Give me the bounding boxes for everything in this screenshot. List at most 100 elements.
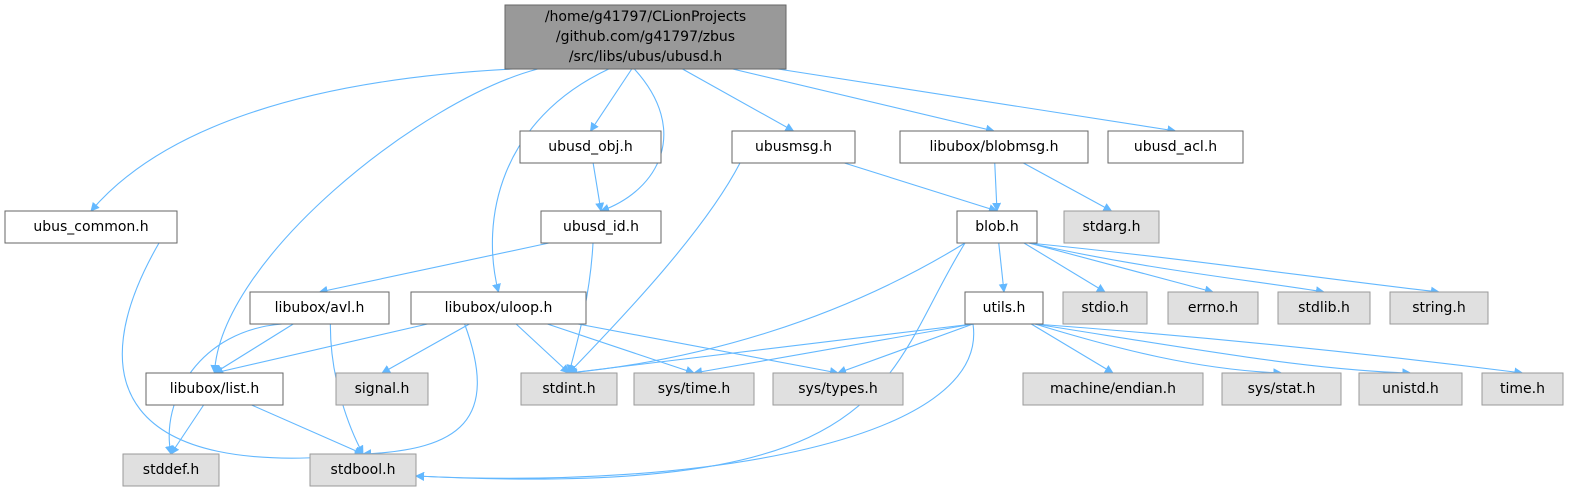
- edge-ubusd-h-to-ubusd-obj-h: [590, 68, 633, 132]
- edge-libubox-uloop-h-to-libubox-list-h: [213, 323, 428, 376]
- node-box: [540, 210, 662, 244]
- node-label: ubusmsg.h: [755, 139, 832, 155]
- edge-ubusmsg-h-to-stdint-h: [568, 162, 741, 374]
- node-ubusd-acl-h[interactable]: ubusd_acl.h: [1107, 130, 1244, 164]
- node-libubox-uloop-h[interactable]: libubox/uloop.h: [410, 291, 587, 325]
- edge-utils-h-to-sys-types-h: [837, 323, 974, 375]
- node-unistd-h[interactable]: unistd.h: [1358, 372, 1463, 406]
- node-errno-h[interactable]: errno.h: [1167, 291, 1259, 325]
- edge-ubusd-h-to-libubox-blobmsg-h: [732, 68, 995, 134]
- node-box: [1022, 372, 1204, 406]
- edge-libubox-blobmsg-h-to-blob-h: [992, 162, 1002, 212]
- node-box: [1221, 372, 1342, 406]
- node-box: [1062, 291, 1148, 325]
- node-box: [956, 210, 1038, 244]
- node-box: [520, 372, 618, 406]
- node-box: [145, 372, 284, 406]
- edge-ubusd-h-to-ubusd-acl-h: [777, 68, 1177, 135]
- node-machine-endian-h[interactable]: machine/endian.h: [1022, 372, 1204, 406]
- node-label: blob.h: [975, 219, 1019, 235]
- node-libubox-list-h[interactable]: libubox/list.h: [145, 372, 284, 406]
- node-label: ubusd_obj.h: [548, 139, 632, 155]
- edge-ubusd-id-h-to-libubox-avl-h: [318, 242, 550, 295]
- edge-libubox-uloop-h-to-sys-types-h: [577, 323, 839, 376]
- node-sys-time-h[interactable]: sys/time.h: [633, 372, 755, 406]
- dependency-edges: [90, 68, 1524, 481]
- node-time-h[interactable]: time.h: [1481, 372, 1564, 406]
- node-label: sys/stat.h: [1248, 381, 1316, 397]
- node-box: [249, 291, 390, 325]
- node-signal-h[interactable]: signal.h: [335, 372, 429, 406]
- edge-blob-h-to-stdint-h: [568, 242, 966, 377]
- node-box: [504, 4, 787, 70]
- node-stdio-h[interactable]: stdio.h: [1062, 291, 1148, 325]
- node-box: [1358, 372, 1463, 406]
- edge-libubox-list-h-to-stddef-h: [170, 404, 205, 455]
- node-label: /github.com/g41797/zbus: [556, 29, 735, 45]
- node-box: [1389, 291, 1489, 325]
- node-libubox-blobmsg-h[interactable]: libubox/blobmsg.h: [899, 130, 1089, 164]
- node-stdarg-h[interactable]: stdarg.h: [1063, 210, 1160, 244]
- node-utils-h[interactable]: utils.h: [964, 291, 1044, 325]
- node-box: [1107, 130, 1244, 164]
- edge-libubox-avl-h-to-libubox-list-h: [213, 323, 294, 374]
- node-label: utils.h: [983, 300, 1026, 316]
- node-box: [772, 372, 904, 406]
- node-box: [410, 291, 587, 325]
- node-ubusd-obj-h[interactable]: ubusd_obj.h: [519, 130, 662, 164]
- node-box: [1167, 291, 1259, 325]
- node-stddef-h[interactable]: stddef.h: [122, 453, 220, 487]
- edge-utils-h-to-stdbool-h: [415, 323, 975, 481]
- edge-ubusd-h-to-libubox-list-h: [210, 68, 538, 374]
- node-label: ubusd_id.h: [563, 219, 639, 235]
- node-label: ubusd_acl.h: [1134, 139, 1217, 155]
- node-stdint-h[interactable]: stdint.h: [520, 372, 618, 406]
- node-string-h[interactable]: string.h: [1389, 291, 1489, 325]
- node-box: [1277, 291, 1371, 325]
- node-box: [519, 130, 662, 164]
- node-stdlib-h[interactable]: stdlib.h: [1277, 291, 1371, 325]
- edge-ubusmsg-h-to-blob-h: [844, 162, 998, 213]
- node-sys-types-h[interactable]: sys/types.h: [772, 372, 904, 406]
- edge-utils-h-to-machine-endian-h: [1030, 323, 1114, 374]
- edge-ubusd-obj-h-to-ubusd-id-h: [592, 162, 605, 212]
- node-label: stdlib.h: [1298, 300, 1350, 316]
- node-label: signal.h: [355, 381, 410, 397]
- node-libubox-avl-h[interactable]: libubox/avl.h: [249, 291, 390, 325]
- edge-utils-h-to-unistd-h: [1034, 323, 1412, 378]
- node-ubusmsg-h[interactable]: ubusmsg.h: [731, 130, 856, 164]
- node-box: [899, 130, 1089, 164]
- node-label: libubox/avl.h: [275, 300, 365, 316]
- node-box: [122, 453, 220, 487]
- node-box: [1063, 210, 1160, 244]
- node-label: stdio.h: [1081, 300, 1128, 316]
- edge-utils-h-to-sys-stat-h: [1034, 323, 1283, 378]
- node-label: string.h: [1412, 300, 1466, 316]
- node-label: stdint.h: [542, 381, 595, 397]
- node-label: machine/endian.h: [1050, 381, 1176, 397]
- node-ubus-common-h[interactable]: ubus_common.h: [4, 210, 178, 244]
- edge-libubox-blobmsg-h-to-stdarg-h: [1023, 162, 1113, 212]
- node-label: sys/types.h: [798, 381, 877, 397]
- node-sys-stat-h[interactable]: sys/stat.h: [1221, 372, 1342, 406]
- edge-libubox-avl-h-to-stddef-h: [164, 323, 283, 455]
- edge-libubox-uloop-h-to-signal-h: [381, 323, 470, 374]
- node-box: [335, 372, 429, 406]
- node-label: /src/libs/ubus/ubusd.h: [569, 49, 722, 65]
- node-label: /home/g41797/CLionProjects: [545, 9, 746, 25]
- edge-blob-h-to-utils-h: [998, 242, 1008, 293]
- node-ubusd-h[interactable]: /home/g41797/CLionProjects/github.com/g4…: [504, 4, 787, 70]
- node-label: libubox/blobmsg.h: [930, 139, 1059, 155]
- node-label: stdarg.h: [1083, 219, 1141, 235]
- node-stdbool-h[interactable]: stdbool.h: [309, 453, 417, 487]
- node-blob-h[interactable]: blob.h: [956, 210, 1038, 244]
- node-box: [309, 453, 417, 487]
- edge-libubox-uloop-h-to-sys-time-h: [547, 323, 695, 375]
- edge-blob-h-to-errno-h: [1028, 242, 1214, 295]
- node-label: stddef.h: [143, 462, 199, 478]
- node-label: libubox/list.h: [170, 381, 259, 397]
- node-box: [1481, 372, 1564, 406]
- edge-utils-h-to-time-h: [1034, 323, 1524, 377]
- node-ubusd-id-h[interactable]: ubusd_id.h: [540, 210, 662, 244]
